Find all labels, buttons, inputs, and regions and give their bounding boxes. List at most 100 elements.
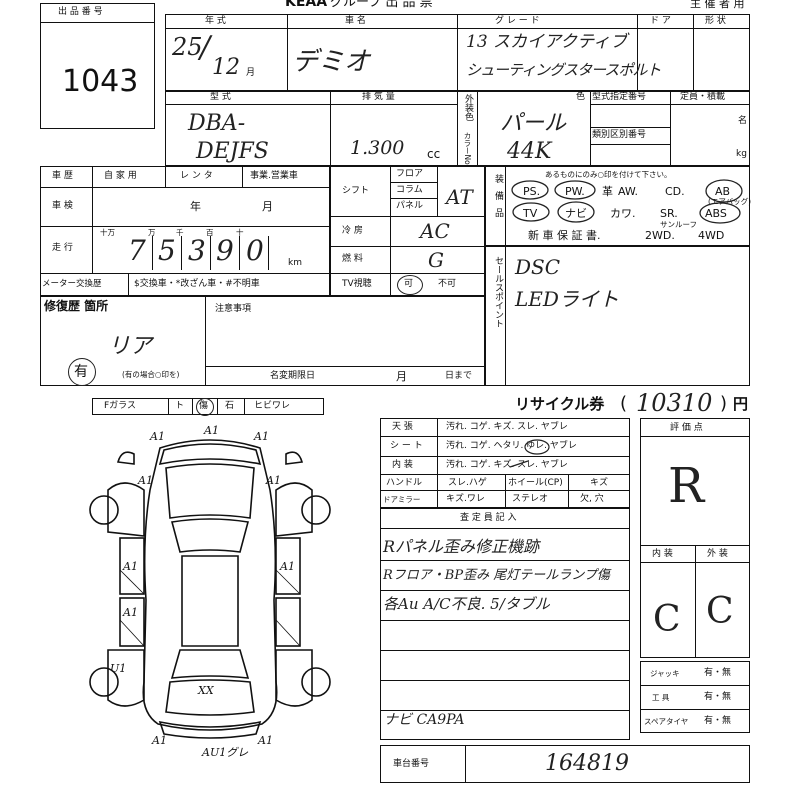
- quarter-rear-left: [107, 649, 145, 707]
- tools-label: 工 具: [652, 693, 670, 702]
- ceiling-options: 汚れ. コゲ. キズ. スレ. ヤブレ: [446, 422, 568, 432]
- wheel-front-right: [301, 495, 331, 525]
- recycle-label: リサイクル券: [515, 395, 605, 413]
- mark-front-center: A1: [203, 424, 219, 437]
- month-value: 12: [212, 55, 240, 80]
- color-no-label: カラーNo.: [463, 132, 472, 167]
- wheel-front-left: [89, 495, 119, 525]
- circle-ab: [705, 179, 743, 203]
- score-value: R: [668, 458, 705, 514]
- classification-no-label: 類別区別番号: [592, 130, 647, 140]
- mirror-left: [116, 451, 135, 465]
- jack-label: ジャッキ: [650, 669, 680, 678]
- inspection-year-unit: 年: [190, 200, 201, 213]
- digit-unit-1k: 千: [176, 228, 184, 237]
- meter-change-label: メーター交換歴: [42, 279, 102, 289]
- car-name-label: 車 名: [345, 16, 366, 26]
- tools-table: [640, 661, 750, 733]
- mileage-unit: km: [288, 258, 302, 268]
- grade-label: グ レ ー ド: [495, 16, 540, 26]
- seat-options: 汚れ. コゲ. ヘタリ. ゆレ. ヤブレ: [446, 441, 577, 451]
- seat-label: シ ー ト: [390, 441, 423, 451]
- spare-tire-label: スペアタイヤ: [644, 717, 689, 726]
- tv-cannot: 不可: [438, 279, 457, 289]
- chassis-label: 車台番号: [393, 759, 430, 769]
- handle-label: ハンドル: [386, 478, 423, 488]
- inspector-line-2: Rフロア・BP歪み 尾灯テールランプ傷: [383, 568, 610, 583]
- fender-front-right: [275, 482, 313, 537]
- mark-tailgate: XX: [197, 684, 215, 697]
- color-code-value: 44K: [507, 139, 552, 164]
- cc-unit: cc: [427, 147, 441, 161]
- model-code: DEJFS: [196, 139, 269, 164]
- car-body-outline: [142, 439, 278, 731]
- model-type-label: 型 式: [210, 92, 231, 102]
- jack-options: 有・無: [704, 668, 732, 678]
- equipment-note: あるものにのみ○印を付けて下さい。: [545, 170, 672, 179]
- grade-line2: シューティングスタースポルト: [466, 61, 661, 79]
- circle-ps: [511, 180, 549, 200]
- sales-point-1: DSC: [515, 255, 561, 279]
- shift-label: シフト: [342, 186, 370, 196]
- quarter-rear-right: [275, 649, 313, 707]
- circle-tv: [512, 202, 550, 222]
- repair-note: (有の場合○印を): [122, 370, 180, 379]
- shift-panel: パネル: [396, 201, 424, 211]
- tv-circle-mark: [397, 275, 423, 295]
- meter-change-options: $交換車・*改ざん車・#不明車: [134, 279, 260, 289]
- mark-fender-right: A1: [265, 474, 281, 487]
- lot-number-box: [40, 3, 155, 129]
- fuel-label: 燃 料: [342, 254, 363, 264]
- mirror-label: ドアミラー: [383, 495, 421, 504]
- interior-grade-value: C: [653, 599, 681, 640]
- model-prefix: DBA-: [188, 111, 246, 136]
- fender-front-left: [107, 482, 145, 537]
- equip-leather: 革: [602, 185, 613, 198]
- cooler-label: 冷 房: [342, 226, 363, 236]
- history-business: 事業.営業車: [250, 171, 298, 181]
- mileage-digit-4: 9: [216, 234, 234, 267]
- car-diagram: A1 A1 A1 A1 A1 A1 A1 A1 U1 XX A1 A1 AU1グ…: [89, 424, 331, 759]
- glass-stone: 石: [225, 401, 235, 411]
- score-title: 評 価 点: [670, 423, 703, 433]
- equip-pw: PW.: [565, 185, 585, 198]
- mileage-digit-2: 5: [158, 234, 176, 267]
- mark-quarter-left: U1: [110, 662, 126, 675]
- digit-unit-100k: 十万: [100, 228, 115, 237]
- designated-no-label: 型式指定番号: [592, 92, 647, 102]
- year-slash: /: [200, 30, 211, 65]
- name-change-label: 名変期限日: [270, 371, 316, 381]
- interior-grade-label: 内 装: [652, 549, 673, 559]
- doors-label: ド ア: [650, 16, 671, 26]
- wheel-label: ホイール(CP): [508, 478, 563, 488]
- displacement-label: 排 気 量: [362, 92, 395, 102]
- circle-navi: [557, 201, 595, 223]
- form-title: グループ 出 品 票: [330, 0, 433, 10]
- wheel-rear-right: [301, 667, 331, 697]
- persons-unit: 名: [738, 116, 748, 126]
- glass-label: Fガラス: [104, 401, 136, 411]
- equip-tv: TV: [523, 207, 538, 220]
- mark-fender-left: A1: [137, 474, 153, 487]
- exterior-color-label: 外装色: [463, 94, 473, 121]
- inspector-line-1: Rパネル歪み修正機跡: [383, 537, 540, 556]
- notes-label: 注意事項: [215, 304, 252, 314]
- month-unit: 月: [246, 68, 256, 78]
- digit-unit-10: 十: [236, 228, 244, 237]
- mark-door-left-rear: A1: [122, 606, 138, 619]
- roof: [181, 555, 239, 647]
- repair-notes-box: [40, 296, 485, 386]
- door-front-left: [119, 537, 145, 595]
- tailgate: [165, 679, 255, 716]
- equip-warranty: 新 車 保 証 書.: [528, 229, 601, 242]
- door-rear-left: [119, 597, 145, 647]
- shift-floor: フロア: [396, 169, 424, 179]
- inspector-line-3: 各Au A/C不良. 5/タブル: [383, 595, 550, 613]
- equip-sr: SR.: [660, 207, 678, 220]
- equip-4wd: 4WD: [698, 229, 725, 242]
- year-type-label: 年 式: [205, 16, 226, 26]
- fuel-value: G: [428, 248, 444, 272]
- inspection-label: 車 検: [52, 201, 73, 211]
- digit-unit-10k: 万: [148, 228, 156, 237]
